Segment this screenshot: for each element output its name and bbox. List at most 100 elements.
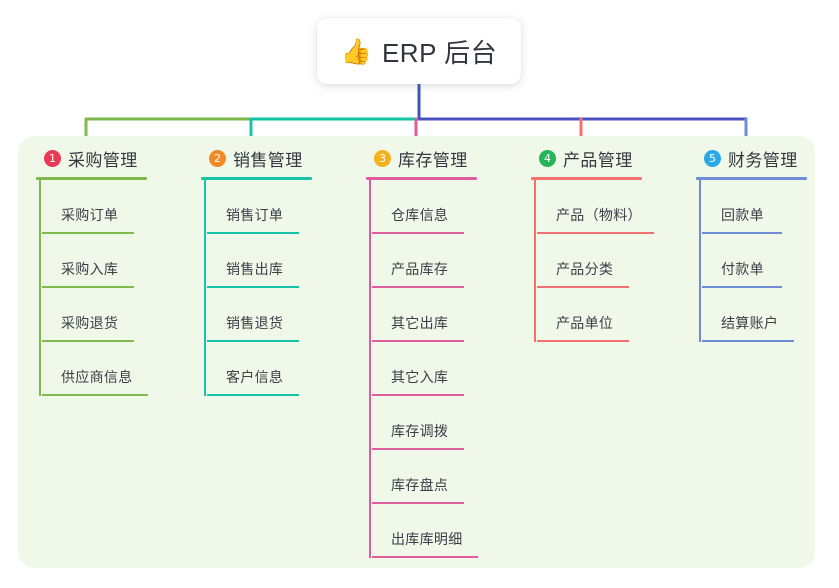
leaf-item-underline (537, 340, 629, 342)
leaf-item-underline (372, 556, 478, 558)
column-库存管理: 3 库存管理仓库信息产品库存其它出库其它入库库存调拨库存盘点出库库明细 (366, 146, 478, 558)
leaf-item-underline (207, 232, 299, 234)
leaf-item[interactable]: 销售退货 (204, 288, 312, 342)
leaf-item[interactable]: 出库库明细 (369, 504, 478, 558)
leaf-item[interactable]: 产品分类 (534, 234, 642, 288)
leaf-item-label: 采购退货 (61, 315, 119, 331)
column-number-badge: 4 (539, 149, 556, 167)
column-number-badge: 3 (374, 149, 391, 167)
leaf-item-underline (207, 394, 299, 396)
column-number-badge: 5 (704, 149, 721, 167)
leaf-item-label: 出库库明细 (391, 531, 463, 547)
leaf-list: 回款单付款单结算账户 (696, 180, 807, 342)
leaf-item[interactable]: 供应商信息 (39, 342, 148, 396)
leaf-list: 仓库信息产品库存其它出库其它入库库存调拨库存盘点出库库明细 (366, 180, 478, 558)
leaf-item[interactable]: 付款单 (699, 234, 807, 288)
leaf-item-underline (372, 394, 464, 396)
leaf-item-underline (372, 232, 464, 234)
leaf-item-underline (702, 286, 782, 288)
leaf-list: 产品（物料） 产品分类产品单位 (531, 180, 654, 342)
column-number-badge: 1 (44, 149, 61, 167)
leaf-item-label: 回款单 (721, 207, 764, 223)
leaf-item-underline (372, 448, 464, 450)
column-spine (534, 180, 536, 342)
leaf-item[interactable]: 客户信息 (204, 342, 312, 396)
leaf-item-underline (537, 232, 654, 234)
leaf-item-underline (702, 232, 782, 234)
leaf-item-underline (702, 340, 794, 342)
column-title: 财务管理 (728, 150, 798, 170)
leaf-item-underline (207, 340, 299, 342)
column-spine (39, 180, 41, 396)
leaf-item-underline (537, 286, 629, 288)
leaf-item-label: 其它出库 (391, 315, 449, 331)
leaf-item[interactable]: 库存调拨 (369, 396, 477, 450)
diagram-panel (18, 136, 815, 568)
leaf-item-label: 库存盘点 (391, 477, 449, 493)
leaf-item[interactable]: 采购订单 (39, 180, 147, 234)
leaf-item[interactable]: 结算账户 (699, 288, 807, 342)
leaf-item-underline (372, 502, 464, 504)
leaf-item-label: 产品分类 (556, 261, 614, 277)
leaf-item[interactable]: 产品单位 (534, 288, 642, 342)
leaf-item[interactable]: 采购入库 (39, 234, 147, 288)
leaf-item-label: 销售退货 (226, 315, 284, 331)
column-title: 库存管理 (398, 150, 468, 170)
leaf-item[interactable]: 仓库信息 (369, 180, 477, 234)
leaf-item-label: 产品库存 (391, 261, 449, 277)
leaf-item[interactable]: 采购退货 (39, 288, 147, 342)
column-spine (699, 180, 701, 342)
column-spine (369, 180, 371, 558)
leaf-item-label: 付款单 (721, 261, 764, 277)
leaf-item-underline (372, 340, 464, 342)
column-spine (204, 180, 206, 396)
column-underline (696, 177, 807, 180)
column-title: 销售管理 (233, 150, 303, 170)
column-header[interactable]: 1 采购管理 (36, 146, 147, 170)
column-财务管理: 5 财务管理回款单付款单结算账户 (696, 146, 807, 342)
leaf-item[interactable]: 销售订单 (204, 180, 312, 234)
leaf-item-label: 销售出库 (226, 261, 284, 277)
leaf-item[interactable]: 其它入库 (369, 342, 477, 396)
leaf-item-underline (42, 232, 134, 234)
column-underline (36, 177, 147, 180)
leaf-item-underline (42, 340, 134, 342)
leaf-item[interactable]: 回款单 (699, 180, 807, 234)
column-title: 产品管理 (563, 150, 633, 170)
leaf-item[interactable]: 其它出库 (369, 288, 477, 342)
column-title: 采购管理 (68, 150, 138, 170)
leaf-item[interactable]: 库存盘点 (369, 450, 477, 504)
leaf-item-label: 采购入库 (61, 261, 119, 277)
column-采购管理: 1 采购管理采购订单采购入库采购退货供应商信息 (36, 146, 148, 396)
column-产品管理: 4 产品管理产品（物料） 产品分类产品单位 (531, 146, 654, 342)
column-header[interactable]: 4 产品管理 (531, 146, 642, 170)
leaf-item[interactable]: 产品库存 (369, 234, 477, 288)
leaf-list: 销售订单销售出库销售退货客户信息 (201, 180, 312, 396)
leaf-item-underline (42, 286, 134, 288)
leaf-item-label: 库存调拨 (391, 423, 449, 439)
column-header[interactable]: 5 财务管理 (696, 146, 807, 170)
leaf-item-label: 仓库信息 (391, 207, 449, 223)
leaf-item-label: 采购订单 (61, 207, 119, 223)
leaf-item-underline (372, 286, 464, 288)
column-underline (366, 177, 477, 180)
leaf-item-underline (42, 394, 148, 396)
column-number-badge: 2 (209, 149, 226, 167)
leaf-item[interactable]: 销售出库 (204, 234, 312, 288)
column-underline (201, 177, 312, 180)
column-underline (531, 177, 642, 180)
thumbs-up-icon: 👍 (340, 37, 372, 66)
column-header[interactable]: 3 库存管理 (366, 146, 477, 170)
leaf-item-label: 客户信息 (226, 369, 284, 385)
leaf-item-underline (207, 286, 299, 288)
leaf-list: 采购订单采购入库采购退货供应商信息 (36, 180, 148, 396)
leaf-item-label: 销售订单 (226, 207, 284, 223)
root-node[interactable]: 👍 ERP 后台 (317, 18, 521, 84)
column-销售管理: 2 销售管理销售订单销售出库销售退货客户信息 (201, 146, 312, 396)
root-node-title: ERP 后台 (381, 37, 498, 68)
leaf-item-label: 产品单位 (556, 315, 614, 331)
leaf-item[interactable]: 产品（物料） (534, 180, 654, 234)
column-header[interactable]: 2 销售管理 (201, 146, 312, 170)
leaf-item-label: 其它入库 (391, 369, 449, 385)
leaf-item-label: 产品（物料） (556, 207, 642, 223)
